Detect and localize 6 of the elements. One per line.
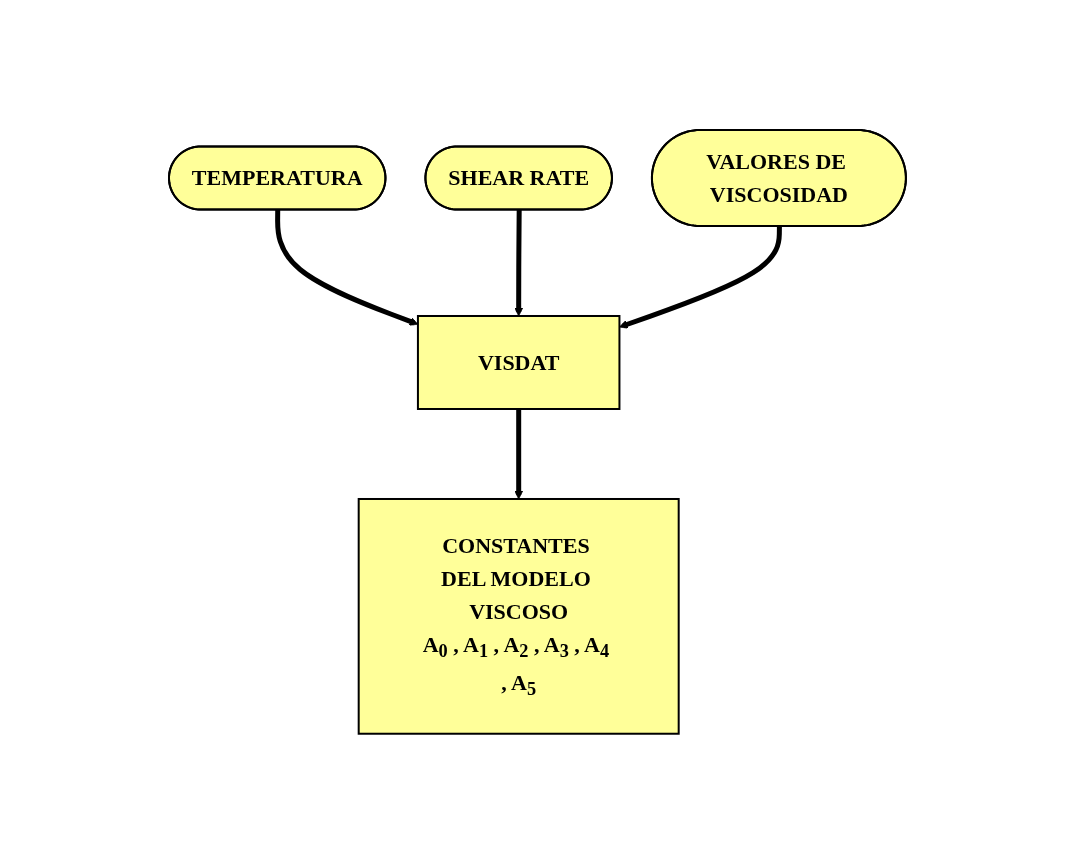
node-box: VISDAT	[416, 315, 620, 411]
node-box: CONSTANTES DEL MODELO VISCOSO A$_{0}$ , A$_{1}$ , A$_{2}$ , A$_{3}$ , A$_{4}$ , A$_{5}$	[357, 498, 680, 735]
arrow	[513, 409, 523, 500]
arrow	[513, 210, 523, 317]
arrow	[618, 226, 782, 329]
arrow	[274, 210, 418, 326]
